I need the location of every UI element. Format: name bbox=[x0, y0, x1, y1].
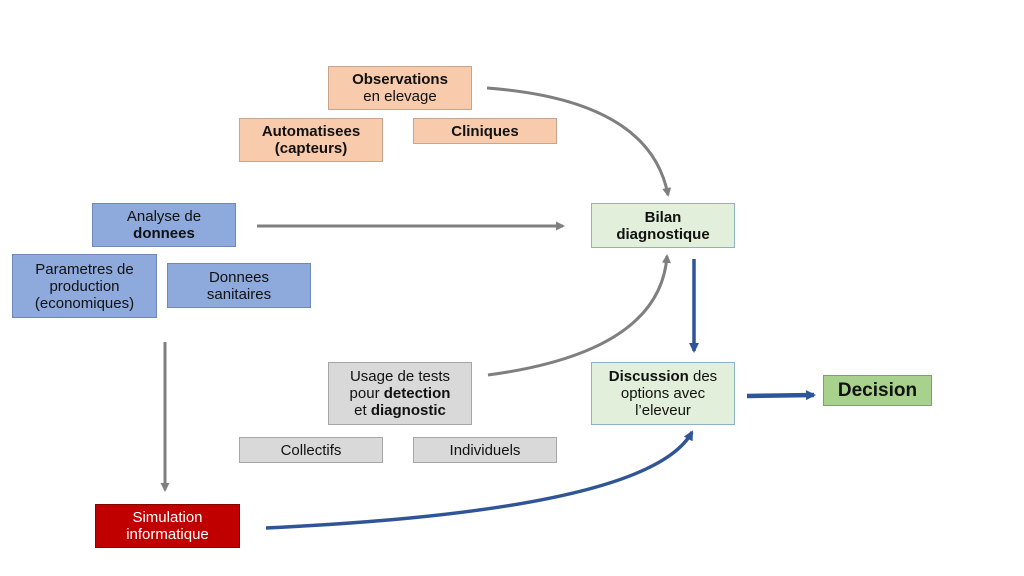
usage-line3-prefix: et bbox=[354, 402, 371, 419]
usage-tests-box: Usage de tests pour detection et diagnos… bbox=[328, 362, 472, 425]
discussion-bold: Discussion bbox=[608, 368, 689, 385]
parametres-box: Parametres de production (economiques) bbox=[12, 254, 157, 318]
usage-line1: Usage de tests bbox=[349, 368, 451, 385]
usage-detection: detection bbox=[383, 385, 451, 402]
automatisees-sublabel: (capteurs) bbox=[274, 140, 348, 157]
arrow-usage-to-bilan bbox=[487, 254, 671, 377]
usage-line2-prefix: pour bbox=[349, 385, 384, 402]
collectifs-box: Collectifs bbox=[239, 437, 383, 463]
simulation-line2: informatique bbox=[126, 526, 209, 543]
decision-label: Decision bbox=[837, 380, 918, 401]
observations-title: Observations bbox=[352, 71, 448, 88]
individuels-box: Individuels bbox=[413, 437, 557, 463]
automatisees-label: Automatisees bbox=[261, 123, 361, 140]
analyse-bold-label: donnees bbox=[133, 225, 195, 242]
discussion-line2: options avec bbox=[620, 385, 706, 402]
arrow-discussion-to-decision bbox=[746, 390, 816, 401]
collectifs-label: Collectifs bbox=[280, 441, 342, 459]
automatisees-box: Automatisees (capteurs) bbox=[239, 118, 383, 162]
donnees-sanitaires-line2: sanitaires bbox=[206, 285, 272, 303]
analyse-label: Analyse de bbox=[126, 208, 202, 225]
observations-subtitle: en elevage bbox=[363, 88, 437, 105]
usage-diagnostic: diagnostic bbox=[370, 402, 446, 419]
individuels-label: Individuels bbox=[449, 441, 521, 459]
discussion-box: Discussion des options avec l’eleveur bbox=[591, 362, 735, 425]
arrow-observations-to-bilan bbox=[486, 86, 672, 197]
parametres-line2: production bbox=[49, 277, 120, 295]
discussion-line3: l’eleveur bbox=[635, 402, 691, 419]
simulation-line1: Simulation bbox=[132, 509, 203, 526]
parametres-line3: (economiques) bbox=[34, 294, 135, 312]
donnees-sanitaires-box: Donnees sanitaires bbox=[167, 263, 311, 308]
donnees-sanitaires-line1: Donnees bbox=[208, 268, 270, 286]
simulation-box: Simulation informatique bbox=[95, 504, 240, 548]
cliniques-label: Cliniques bbox=[451, 122, 519, 140]
bilan-line2: diagnostique bbox=[616, 225, 710, 243]
bilan-box: Bilan diagnostique bbox=[591, 203, 735, 248]
cliniques-box: Cliniques bbox=[413, 118, 557, 144]
parametres-line1: Parametres de bbox=[35, 260, 134, 278]
bilan-line1: Bilan bbox=[644, 208, 682, 226]
arrow-simulation-to-discussion bbox=[265, 430, 694, 530]
discussion-line1-rest: des bbox=[688, 368, 718, 385]
observations-box: Observations en elevage bbox=[328, 66, 472, 110]
analyse-box: Analyse de donnees bbox=[92, 203, 236, 247]
decision-box: Decision bbox=[823, 375, 932, 406]
